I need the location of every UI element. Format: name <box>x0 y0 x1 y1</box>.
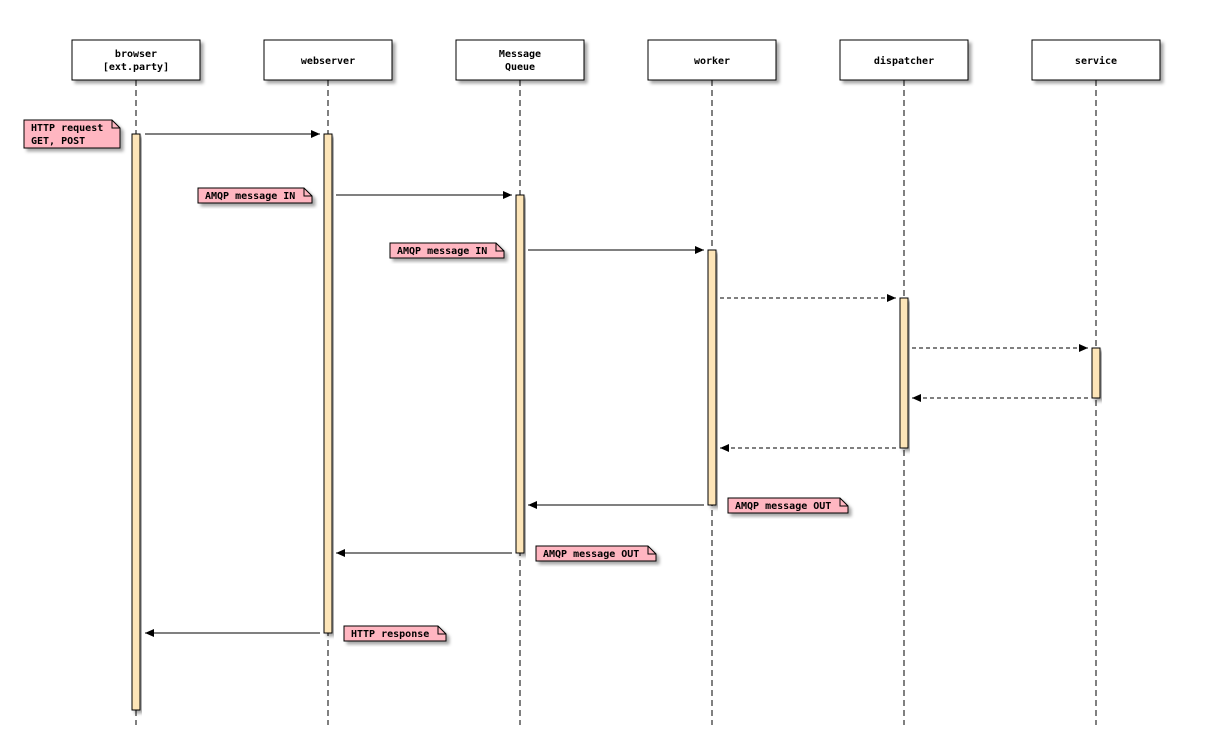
note-box <box>535 545 657 562</box>
participant-label: dispatcher <box>874 55 934 67</box>
note-fold <box>839 498 848 507</box>
note-fold <box>303 188 312 197</box>
note-6: HTTP response <box>343 625 447 642</box>
note-text: HTTP response <box>351 629 429 640</box>
participant-worker[interactable]: worker <box>647 39 777 81</box>
participant-browser[interactable]: browser [ext.party] <box>71 39 201 81</box>
activation-bar-webserver <box>323 133 333 634</box>
activation-bar-mq <box>515 194 525 554</box>
note-fold <box>111 120 120 129</box>
activation-bar-service <box>1091 347 1101 399</box>
note-text: AMQP message OUT <box>543 549 639 560</box>
participant-label: service <box>1075 55 1117 67</box>
participant-label: worker <box>694 56 730 67</box>
participant-label: Queue <box>505 62 535 73</box>
participant-box <box>71 39 201 81</box>
activation-bar-dispatcher <box>899 297 909 449</box>
note-2: AMQP message IN <box>197 187 313 204</box>
note-box <box>197 187 313 204</box>
participant-box <box>839 39 969 81</box>
note-3: AMQP message IN <box>389 242 505 259</box>
note-4: AMQP message OUT <box>727 497 849 514</box>
participant-label: [ext.party] <box>103 62 169 73</box>
note-box <box>727 497 849 514</box>
note-fold <box>437 626 446 635</box>
participant-webserver[interactable]: webserver <box>263 39 393 81</box>
note-text: AMQP message IN <box>205 191 295 202</box>
participant-box <box>455 39 585 81</box>
note-text: HTTP request <box>31 123 103 134</box>
participant-label: Message <box>499 49 541 60</box>
note-box <box>343 625 447 642</box>
participant-label: browser <box>115 49 157 60</box>
note-text: GET, POST <box>31 136 85 147</box>
note-5: AMQP message OUT <box>535 545 657 562</box>
participant-label: webserver <box>301 56 355 67</box>
participant-dispatcher[interactable]: dispatcher <box>839 39 969 81</box>
activation-bar-worker <box>707 249 717 506</box>
note-text: AMQP message OUT <box>735 501 831 512</box>
note-box <box>389 242 505 259</box>
participant-service[interactable]: service <box>1031 39 1161 81</box>
participant-box <box>1031 39 1161 81</box>
note-fold <box>495 243 504 252</box>
note-box <box>23 119 121 149</box>
participant-box <box>263 39 393 81</box>
participant-box <box>647 39 777 81</box>
activation-bar-browser <box>131 133 141 711</box>
note-text: AMQP message IN <box>397 246 487 257</box>
note-fold <box>647 546 656 555</box>
